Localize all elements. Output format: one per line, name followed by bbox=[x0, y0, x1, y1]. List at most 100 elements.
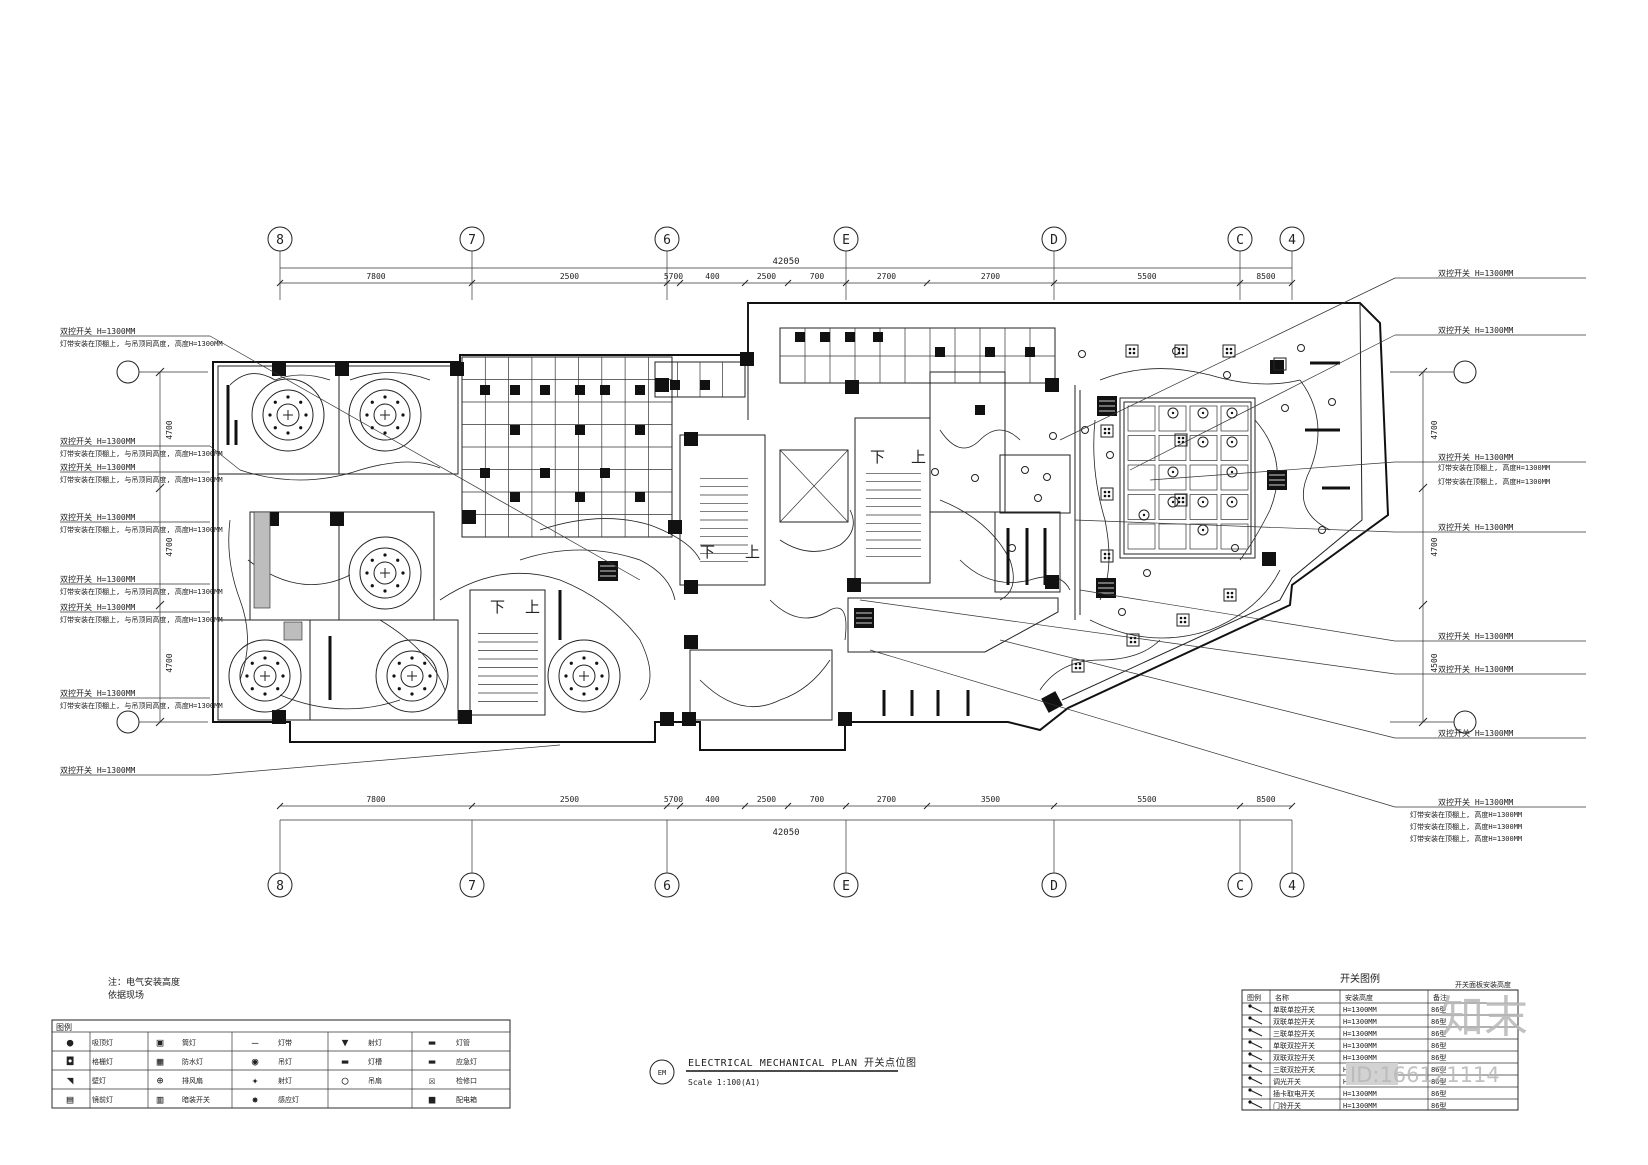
stair-up-label: 上 bbox=[745, 543, 760, 561]
quad-light-icon bbox=[1126, 633, 1140, 647]
legend-symbol-icon: ▦ bbox=[157, 1055, 164, 1068]
dim-tick bbox=[1236, 279, 1244, 287]
downlight-dot bbox=[392, 674, 396, 678]
switch-legend-height: H=1300MM bbox=[1343, 1018, 1377, 1026]
quad-light-icon bbox=[1100, 549, 1114, 563]
quad-light-icon bbox=[1225, 347, 1229, 351]
legend-label: 镜前灯 bbox=[92, 1095, 113, 1104]
quad-light-icon bbox=[1074, 662, 1078, 666]
switch-symbol-icon bbox=[1248, 1016, 1252, 1020]
callout-sub-right: 灯带安装在顶棚上, 高度H=1300MM bbox=[1410, 810, 1522, 819]
downlight-dot bbox=[273, 426, 277, 430]
downlight-dot bbox=[423, 661, 427, 665]
switch-symbol-icon bbox=[1249, 1041, 1263, 1049]
structural-column bbox=[272, 362, 286, 376]
ceiling-vent-icon bbox=[700, 380, 710, 390]
spot-light-icon bbox=[1143, 569, 1151, 577]
ceiling-panel bbox=[1127, 435, 1156, 461]
wire-run bbox=[229, 372, 431, 386]
dim-value-bottom: 2500 bbox=[757, 795, 776, 804]
quad-light-icon bbox=[1128, 347, 1132, 351]
switch-symbol-icon bbox=[1249, 1101, 1263, 1109]
ceiling-vent-icon bbox=[670, 380, 680, 390]
wire-run bbox=[939, 429, 1021, 449]
wire-run bbox=[699, 659, 831, 707]
switch-legend-height: H=1300MM bbox=[1343, 1030, 1377, 1038]
callout-label-left: 双控开关 H=1300MM bbox=[60, 688, 136, 698]
downlight-dot bbox=[428, 674, 432, 678]
legend-symbol-icon: ◘ bbox=[66, 1055, 74, 1068]
spot-light-icon bbox=[1172, 347, 1180, 355]
ceiling-panel bbox=[1189, 405, 1218, 432]
callout-sub-right: 灯带安装在顶棚上, 高度H=1300MM bbox=[1438, 477, 1550, 486]
axis-label-top: 4 bbox=[1288, 233, 1296, 248]
dim-value-right: 4700 bbox=[1430, 537, 1439, 556]
wire-run bbox=[779, 509, 854, 552]
downlight-dot bbox=[245, 674, 249, 678]
title-badge bbox=[649, 1059, 675, 1085]
dim-tick bbox=[842, 802, 850, 810]
wire-run bbox=[1089, 569, 1281, 639]
dome-light-icon bbox=[375, 639, 449, 713]
legend-label: 灯槽 bbox=[368, 1057, 382, 1066]
structural-column bbox=[335, 362, 349, 376]
callout-leader bbox=[1149, 461, 1396, 481]
dim-tick bbox=[1418, 600, 1428, 610]
tiled-strip bbox=[779, 327, 1056, 384]
legend-symbol-icon: ⊕ bbox=[157, 1074, 164, 1087]
callout-sub-left: 灯带安装在顶棚上, 与吊顶同高度, 高度H=1300MM bbox=[60, 701, 223, 710]
quad-light-icon bbox=[1107, 490, 1111, 494]
dim-tick bbox=[663, 279, 671, 287]
callouts-layer: 双控开关 H=1300MM 灯带安装在顶棚上, 与吊顶同高度, 高度H=1300M… bbox=[60, 268, 1586, 843]
watermark-id-badge bbox=[1346, 1063, 1398, 1085]
structural-column bbox=[684, 635, 698, 649]
legend-label: 配电箱 bbox=[456, 1095, 477, 1104]
dome-light-icon bbox=[373, 561, 397, 585]
switch-legend-name: 门铃开关 bbox=[1273, 1101, 1301, 1110]
switch-legend-column: 图例 bbox=[1247, 993, 1261, 1002]
dim-value-top: 7800 bbox=[366, 272, 385, 281]
structural-column bbox=[458, 710, 472, 724]
quad-light-icon bbox=[1132, 351, 1136, 355]
quad-light-icon bbox=[1229, 347, 1233, 351]
quad-light-icon bbox=[1280, 364, 1284, 368]
switch-legend-height: H=1300MM bbox=[1343, 1042, 1377, 1050]
downlight-icon bbox=[1230, 470, 1234, 474]
quad-light-icon bbox=[1132, 347, 1136, 351]
quad-light-icon bbox=[1128, 351, 1132, 355]
quad-light-icon bbox=[1183, 620, 1187, 624]
callout-sub-right: 灯带安装在顶棚上, 高度H=1300MM bbox=[1410, 834, 1522, 843]
downlight-dot bbox=[383, 395, 387, 399]
ceiling-vent-icon bbox=[540, 468, 550, 478]
quad-light-icon bbox=[1230, 595, 1234, 599]
axis-label-top: D bbox=[1050, 233, 1058, 248]
dim-tick bbox=[676, 279, 684, 287]
wire-run bbox=[239, 461, 441, 481]
dome-light-icon bbox=[276, 403, 300, 427]
switch-legend-remark: 86型 bbox=[1431, 1053, 1446, 1062]
ceiling-vent-icon bbox=[635, 385, 645, 395]
switch-legend-name: 调光开关 bbox=[1273, 1077, 1301, 1086]
dim-value-bottom: 2700 bbox=[877, 795, 896, 804]
quad-light-icon bbox=[1129, 640, 1133, 644]
stair-down-label: 下 bbox=[870, 448, 885, 466]
dome-light-icon bbox=[239, 650, 291, 702]
dim-tick bbox=[741, 279, 749, 287]
downlight-dot bbox=[383, 431, 387, 435]
axis-label-bottom: D bbox=[1050, 879, 1058, 894]
dome-light-icon bbox=[253, 664, 277, 688]
spot-light-icon bbox=[1078, 350, 1086, 358]
room-wall bbox=[217, 365, 459, 475]
wire-run bbox=[769, 599, 847, 641]
dim-tick bbox=[1050, 802, 1058, 810]
legend-symbol-icon: ✦ bbox=[252, 1074, 259, 1087]
downlight-icon bbox=[1171, 470, 1175, 474]
structural-column bbox=[668, 520, 682, 534]
downlight-dot bbox=[370, 584, 374, 588]
legend-label: 感应灯 bbox=[278, 1095, 299, 1104]
dim-tick bbox=[276, 279, 284, 287]
downlight-dot bbox=[304, 413, 308, 417]
switch-legend-name: 双联双控开关 bbox=[1273, 1053, 1315, 1062]
ceiling-panel bbox=[1158, 494, 1187, 520]
structural-column bbox=[1041, 691, 1063, 713]
